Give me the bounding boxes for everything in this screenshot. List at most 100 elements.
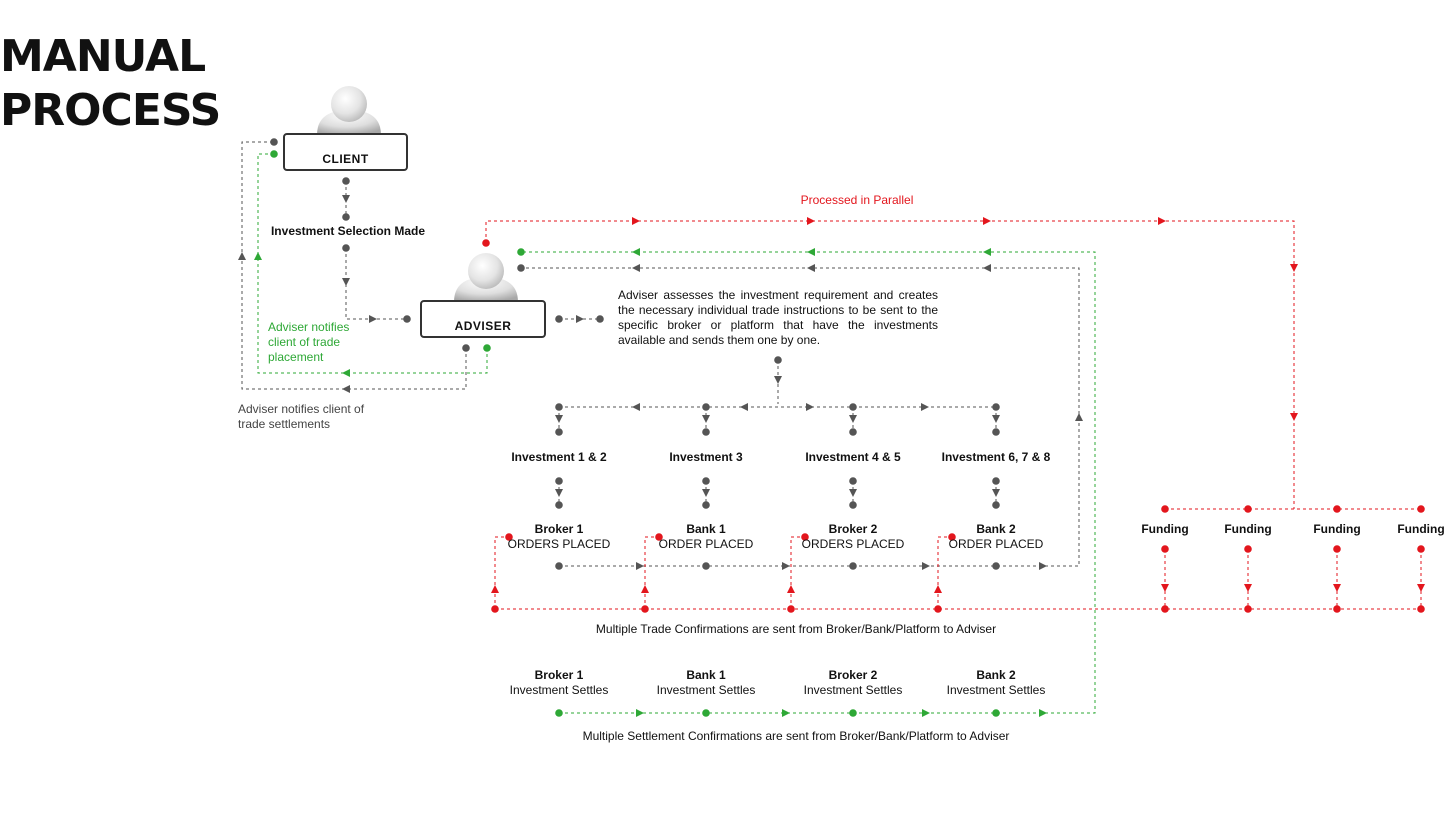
- connector-dot: [849, 477, 857, 485]
- connector-dot: [1417, 505, 1425, 513]
- arrow-head: [632, 403, 640, 411]
- connector-dot: [1161, 505, 1169, 513]
- settlement-node-bank-2: Bank 2 Investment Settles: [946, 668, 1046, 697]
- connector-dot: [555, 501, 563, 509]
- investment-selection-label: Investment Selection Made: [270, 224, 426, 238]
- arrow-head: [1039, 709, 1047, 717]
- connector-dot: [1417, 545, 1425, 553]
- person-icons: [317, 86, 518, 302]
- connector-dot: [934, 605, 942, 613]
- connector-dot: [1244, 545, 1252, 553]
- connector-dot: [555, 428, 563, 436]
- investment-label-1: Investment 1 & 2: [511, 450, 607, 464]
- connector-dot: [849, 428, 857, 436]
- arrow-head: [342, 369, 350, 377]
- adviser-person-icon: [454, 253, 518, 302]
- arrow-head: [1158, 217, 1166, 225]
- connector-dot: [555, 709, 563, 717]
- order-node-broker-1: Broker 1 ORDERS PLACED: [507, 522, 611, 551]
- client-box: CLIENT: [283, 133, 408, 171]
- funding-label-2: Funding: [1224, 522, 1272, 536]
- arrow-head: [636, 562, 644, 570]
- arrow-head: [983, 264, 991, 272]
- investment-label-2: Investment 3: [669, 450, 743, 464]
- connector-dot: [849, 501, 857, 509]
- connector-line: [257, 153, 488, 374]
- connector-dot: [270, 150, 278, 158]
- arrow-head: [342, 385, 350, 393]
- connector-line: [485, 220, 1295, 509]
- funding-label-3: Funding: [1313, 522, 1361, 536]
- connector-dot: [517, 248, 525, 256]
- settlement-node-bank-1: Bank 1 Investment Settles: [656, 668, 756, 697]
- title-line-2: PROCESS: [0, 85, 221, 136]
- connector-dot: [801, 533, 809, 541]
- connector-dot: [491, 605, 499, 613]
- settlement-node-broker-2: Broker 2 Investment Settles: [803, 668, 903, 697]
- connector-dot: [702, 501, 710, 509]
- connector-dot: [1333, 605, 1341, 613]
- connector-dot: [1333, 545, 1341, 553]
- connector-dot: [849, 403, 857, 411]
- connector-dot: [517, 264, 525, 272]
- connector-dot: [702, 709, 710, 717]
- connector-line: [345, 248, 407, 320]
- connector-dot: [849, 562, 857, 570]
- connector-dot: [342, 177, 350, 185]
- connector-dot: [702, 403, 710, 411]
- arrow-head: [782, 562, 790, 570]
- arrow-head: [1333, 584, 1341, 592]
- connector-dot: [641, 605, 649, 613]
- arrow-head: [983, 248, 991, 256]
- connector-dot: [1161, 545, 1169, 553]
- arrow-head: [740, 403, 748, 411]
- funding-label-1: Funding: [1141, 522, 1189, 536]
- arrow-head: [636, 709, 644, 717]
- investment-label-3: Investment 4 & 5: [805, 450, 901, 464]
- arrow-head: [787, 585, 795, 593]
- order-node-broker-2: Broker 2 ORDERS PLACED: [801, 522, 905, 551]
- arrow-heads: [238, 195, 1425, 717]
- arrow-head: [774, 376, 782, 384]
- connector-dot: [702, 562, 710, 570]
- page-title: MANUAL PROCESS: [0, 30, 221, 138]
- connector-dot: [555, 403, 563, 411]
- connector-dot: [1244, 505, 1252, 513]
- arrow-head: [983, 217, 991, 225]
- connector-dot: [483, 344, 491, 352]
- arrow-head: [555, 489, 563, 497]
- connector-line: [241, 141, 467, 390]
- investment-label-4: Investment 6, 7 & 8: [941, 450, 1051, 464]
- funding-label-4: Funding: [1397, 522, 1444, 536]
- arrow-head: [992, 415, 1000, 423]
- arrow-head: [641, 585, 649, 593]
- arrow-head: [342, 195, 350, 203]
- arrow-head: [1290, 264, 1298, 272]
- arrow-head: [807, 217, 815, 225]
- arrow-head: [1290, 413, 1298, 421]
- arrow-head: [921, 403, 929, 411]
- arrow-head: [849, 415, 857, 423]
- connector-dots: [270, 138, 1425, 717]
- arrow-head: [1417, 584, 1425, 592]
- adviser-label: ADVISER: [454, 319, 512, 333]
- adviser-assesses-description: Adviser assesses the investment requirem…: [618, 288, 938, 347]
- order-node-bank-1: Bank 1 ORDER PLACED: [658, 522, 754, 551]
- connector-dot: [555, 562, 563, 570]
- settlement-node-broker-1: Broker 1 Investment Settles: [509, 668, 609, 697]
- arrow-head: [342, 278, 350, 286]
- connector-dot: [1333, 505, 1341, 513]
- connector-dot: [482, 239, 490, 247]
- arrow-head: [992, 489, 1000, 497]
- arrow-head: [1161, 584, 1169, 592]
- arrow-head: [934, 585, 942, 593]
- client-person-icon: [317, 86, 381, 135]
- connector-dot: [992, 428, 1000, 436]
- settlement-confirmations-label: Multiple Settlement Confirmations are se…: [582, 729, 1010, 743]
- connector-dot: [849, 709, 857, 717]
- client-label: CLIENT: [322, 152, 369, 166]
- connector-dot: [948, 533, 956, 541]
- arrow-head: [702, 489, 710, 497]
- connector-dot: [403, 315, 411, 323]
